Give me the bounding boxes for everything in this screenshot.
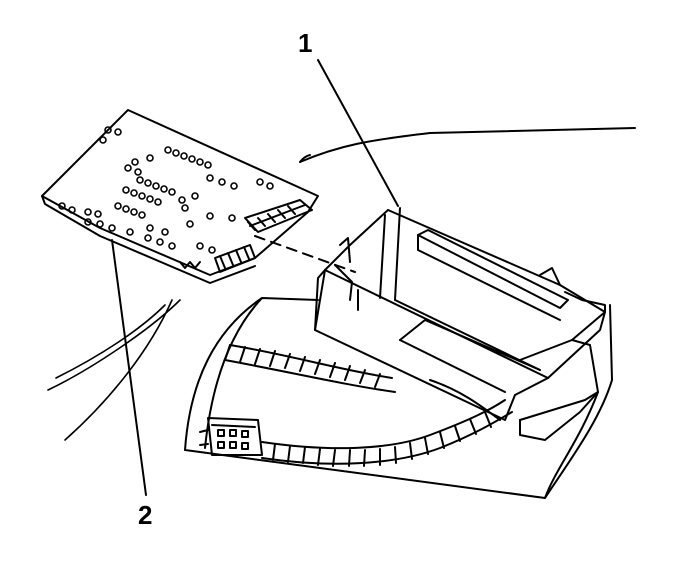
circuit-board [41, 109, 319, 284]
alignment-dashed-line [254, 235, 356, 273]
wiring-harness [224, 344, 513, 467]
leader-line-1 [317, 59, 399, 207]
callout-2-label: 2 [138, 500, 152, 530]
background-sweeps [47, 299, 181, 441]
module-housing [314, 207, 606, 441]
callout-1-label: 1 [298, 28, 312, 58]
harness-connector [199, 417, 263, 456]
leader-line-2 [111, 239, 147, 496]
